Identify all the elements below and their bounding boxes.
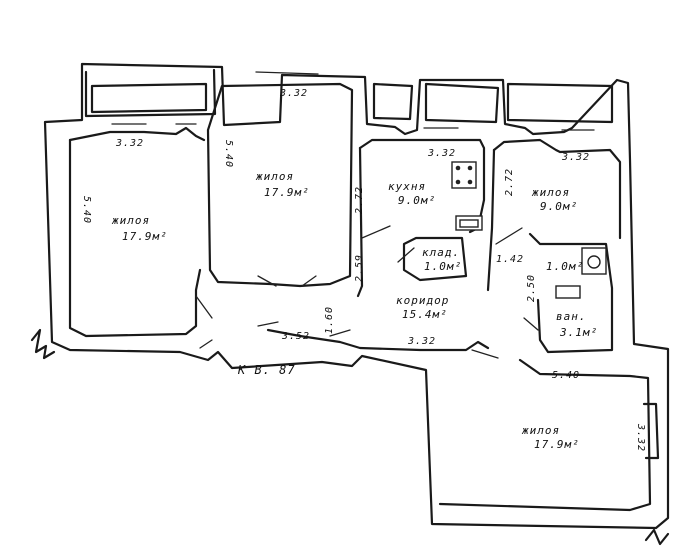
dim-corridor-bottom: 3.32 — [407, 336, 436, 347]
dim-west-side: 5.40 — [81, 196, 92, 224]
toilet-fixture — [581, 247, 607, 275]
dim-kitchen-side: 2.72 — [354, 186, 365, 214]
room-area: 17.9м² — [534, 438, 580, 451]
inner-walls — [68, 82, 660, 512]
apartment-label: К В. 87 — [237, 363, 296, 377]
room-area: 9.0м² — [540, 200, 578, 213]
room-kitchen: кухня 9.0м² — [388, 180, 436, 207]
room-name: жилоя — [111, 214, 150, 227]
door-swings — [195, 225, 539, 359]
room-area: 1.0м² — [424, 260, 462, 273]
dim-east-top: 3.32 — [561, 152, 590, 163]
dim-kitchen-top: 3.32 — [427, 148, 456, 159]
room-storage: клад. 1.0м² — [422, 246, 462, 273]
room-area: 9.0м² — [398, 194, 436, 207]
room-area: 17.9м² — [122, 230, 168, 243]
dim-east-lower: 1.42 — [496, 254, 524, 265]
room-name: жилоя — [255, 170, 294, 183]
room-name: жилоя — [531, 186, 570, 199]
room-living-west: жилоя 17.9м² — [111, 214, 168, 243]
room-name: кухня — [388, 180, 426, 193]
room-living-south: жилоя 17.9м² — [521, 424, 580, 451]
dim-east-side: 2.72 — [504, 168, 515, 196]
dim-bath-side: 2.50 — [526, 274, 537, 302]
outer-walls — [30, 62, 670, 546]
room-area: 17.9м² — [264, 186, 310, 199]
room-area: 3.1м² — [559, 326, 598, 339]
window-marks — [111, 71, 595, 131]
washbasin-fixture — [555, 285, 581, 299]
room-name: клад. — [422, 246, 460, 259]
dimension-labels: 3.32 3.32 5.40 5.40 3.32 2.72 2.59 3.32 … — [81, 88, 646, 452]
stove-fixture — [451, 161, 477, 189]
room-living-east: жилоя 9.0м² — [531, 186, 578, 213]
room-living-center: жилоя 17.9м² — [255, 170, 310, 199]
sink-fixture — [455, 215, 483, 231]
room-corridor: коридор 15.4м² — [396, 294, 449, 321]
room-name: жилоя — [521, 424, 560, 437]
dim-corridor-width: 1.60 — [324, 306, 335, 334]
dim-center-side: 5.40 — [223, 140, 234, 168]
dim-kitchen-lower: 2.59 — [354, 254, 365, 282]
dim-south-top: 5.40 — [552, 370, 580, 381]
room-area: 15.4м² — [402, 308, 448, 321]
dim-west-top: 3.32 — [115, 138, 144, 149]
room-area: 1.0м² — [546, 260, 584, 273]
room-name: ван. — [556, 310, 587, 323]
dim-center-top: 3.32 — [279, 88, 308, 99]
dim-corridor-length: 3.52 — [281, 331, 310, 342]
dim-south-side: 3.32 — [635, 423, 646, 452]
room-wc: 1.0м² — [546, 260, 584, 273]
room-bath: ван. 3.1м² — [556, 310, 598, 339]
room-name: коридор — [396, 294, 449, 307]
